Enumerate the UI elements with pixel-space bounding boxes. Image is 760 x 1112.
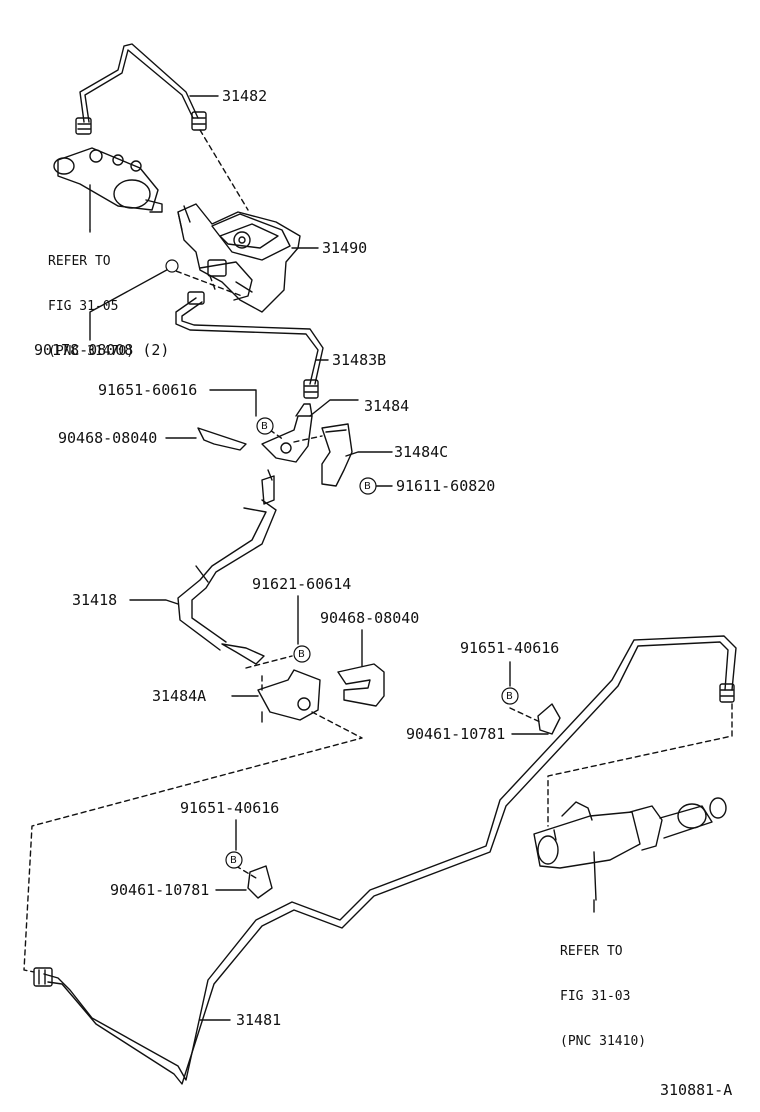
bolt-marker-91621 (293, 645, 311, 663)
refer-lower-line3: (PNC 31410) (560, 1034, 647, 1049)
tube-31482 (75, 43, 207, 135)
refer-upper-line2: FIG 31-05 (48, 299, 119, 314)
clip-90461-left (247, 865, 273, 899)
part-label-31483b: 31483B (332, 351, 387, 369)
part-label-91651-40616-left: 91651-40616 (180, 799, 280, 817)
clip-90461-right (537, 703, 561, 735)
bolt-letter: B (230, 855, 237, 866)
leader-lines (89, 95, 595, 1021)
part-label-31484a: 31484A (152, 687, 207, 705)
bracket-31490 (177, 203, 301, 313)
clip-31484c (321, 423, 353, 487)
bolt-marker-91611 (359, 477, 377, 495)
part-label-31482: 31482 (222, 87, 268, 105)
part-label-90461-left: 90461-10781 (110, 881, 210, 899)
dashed-lines (23, 129, 733, 973)
refer-lower-line2: FIG 31-03 (560, 989, 631, 1004)
part-label-91651-60616: 91651-60616 (98, 381, 198, 399)
part-label-91651-40616-right: 91651-40616 (460, 639, 560, 657)
part-label-31484c: 31484C (394, 443, 449, 461)
master-cylinder (533, 797, 727, 901)
part-label-31481: 31481 (236, 1011, 282, 1029)
bolt-letter: B (298, 649, 305, 660)
refer-upper-line1: REFER TO (48, 254, 111, 269)
part-label-91611: 91611-60820 (396, 477, 496, 495)
refer-note-upper: REFER TO FIG 31-05 (PNC 31470) (48, 224, 134, 374)
part-label-31490: 31490 (322, 239, 368, 257)
part-label-90178: 90178-08008 (2) (34, 341, 170, 359)
release-cylinder (53, 147, 163, 231)
bolt-letter: B (506, 691, 513, 702)
bracket-31484a (257, 669, 321, 723)
hose-31418 (177, 469, 277, 665)
figure-id: 310881-A (660, 1081, 733, 1099)
bracket-31484 (261, 403, 313, 463)
part-label-90468-top: 90468-08040 (58, 429, 158, 447)
bolt-head-90178 (165, 259, 179, 273)
part-label-90468-mid: 90468-08040 (320, 609, 420, 627)
part-label-90461-right: 90461-10781 (406, 725, 506, 743)
part-label-31418: 31418 (72, 591, 118, 609)
bolt-markers (165, 259, 519, 869)
part-label-31484: 31484 (364, 397, 410, 415)
refer-note-lower: REFER TO FIG 31-03 (PNC 31410) (560, 914, 646, 1064)
bolt-marker-91651-40616-left (225, 851, 243, 869)
tube-31481 (33, 635, 737, 1085)
bolt-marker-91651-60616 (256, 417, 274, 435)
bolt-letter: B (261, 421, 268, 432)
part-label-91621: 91621-60614 (252, 575, 352, 593)
clip-90468-mid (337, 663, 385, 707)
refer-upper-line3: (PNC 31470) (48, 344, 135, 359)
clip-90468-top (197, 427, 247, 451)
refer-lower-line1: REFER TO (560, 944, 623, 959)
tube-31483b (175, 291, 324, 399)
bolt-marker-91651-40616-right (501, 687, 519, 705)
bolt-letter: B (364, 481, 371, 492)
